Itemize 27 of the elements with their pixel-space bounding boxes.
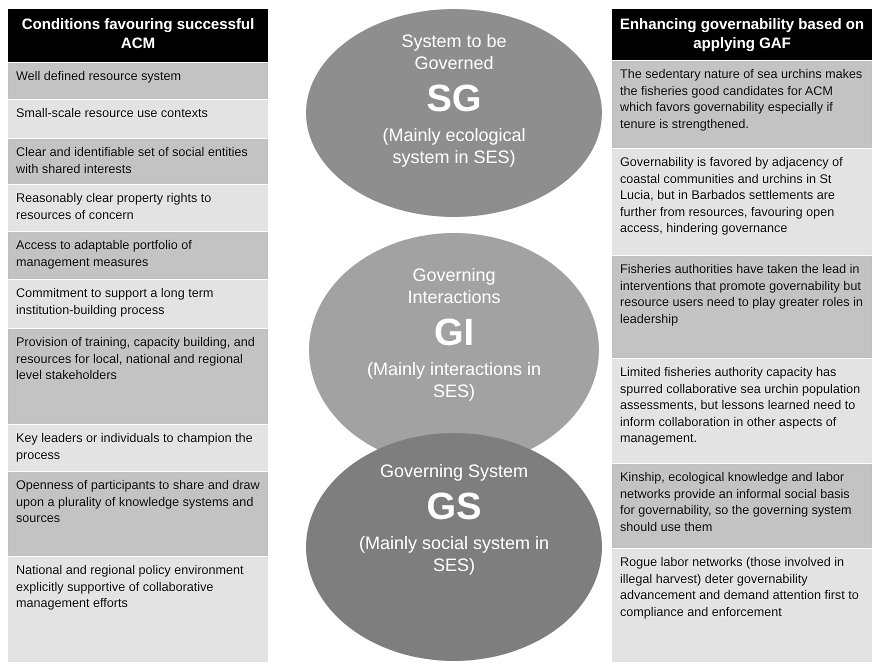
ellipse-title: Governing System: [378, 460, 530, 482]
text-box: Fisheries authorities have taken the lead in interventions that promote governability but resource users need to play greater roles in leadership: [612, 255, 872, 358]
column-header: Conditions favouring successful ACM: [8, 8, 268, 62]
text-box: Provision of training, capacity building, and resources for local, national and regional level stakeholders: [8, 328, 268, 424]
text-box: Clear and identifiable set of social entities with shared interests: [8, 138, 268, 184]
ellipse-subtitle: (Mainly interactions in SES): [366, 358, 542, 402]
text-box: Governability is favored by adjacency of coastal communities and urchins in St Lucia, but in Barbados settlements are further from resources, favouring open access, hindering governance: [612, 148, 872, 255]
text-box: National and regional policy environment explicitly supportive of collaborative management efforts: [8, 556, 268, 662]
text-box: Reasonably clear property rights to resources of concern: [8, 184, 268, 231]
text-box: Openness of participants to share and draw upon a plurality of knowledge systems and sources: [8, 471, 268, 556]
ellipse-title: Governing Interactions: [406, 264, 502, 308]
text-box: Limited fisheries authority capacity has spurred collaborative sea urchin population assessments, but lessons learned need to inform collaboration in other aspects of management.: [612, 358, 872, 463]
text-box: Well defined resource system: [8, 62, 268, 99]
text-box: Small-scale resource use contexts: [8, 99, 268, 138]
text-box: Key leaders or individuals to champion the process: [8, 424, 268, 471]
column-header: Enhancing governability based on applying GAF: [612, 8, 872, 60]
abbreviation-label: SG: [426, 77, 482, 122]
text-box: Commitment to support a long term institution-building process: [8, 279, 268, 328]
abbreviation-label: GI: [434, 311, 474, 356]
text-box: Access to adaptable portfolio of management measures: [8, 231, 268, 279]
abbreviation-label: GS: [426, 485, 482, 530]
ellipse-subtitle: (Mainly social system in SES): [358, 532, 550, 576]
ellipse-subtitle: (Mainly ecological system in SES): [381, 124, 527, 168]
text-box: Rogue labor networks (those involved in illegal harvest) deter governability advancement and demand attention first to compliance and enforcement: [612, 548, 872, 662]
text-box: The sedentary nature of sea urchins makes the fisheries good candidates for ACM which favors governability especially if tenure is strengthened.: [612, 60, 872, 148]
text-box: Kinship, ecological knowledge and labor networks provide an informal social basis for governability, so the governing system should use them: [612, 463, 872, 548]
ellipse-title: System to be Governed: [400, 30, 508, 74]
